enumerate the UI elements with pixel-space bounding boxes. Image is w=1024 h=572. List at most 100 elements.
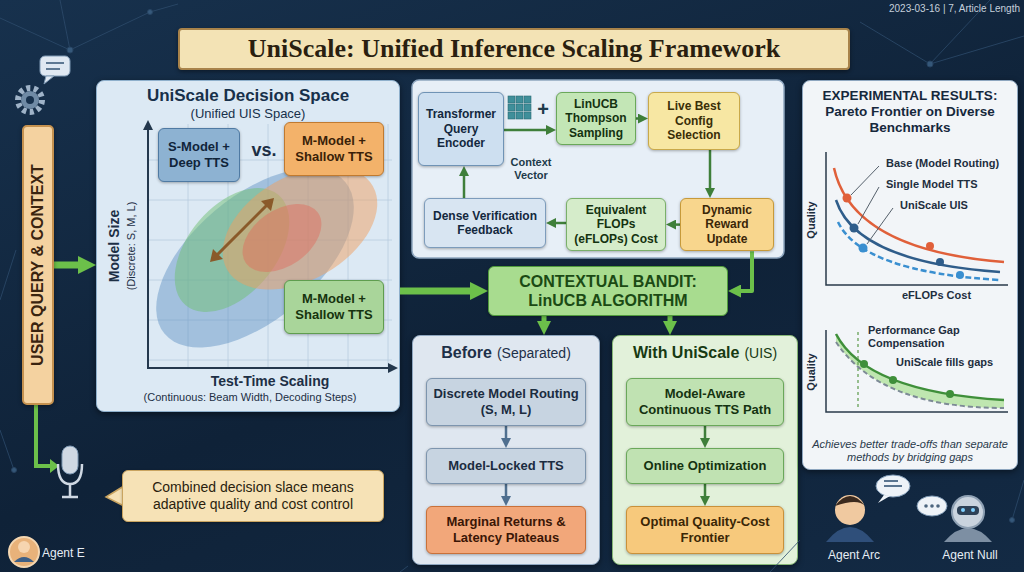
agent-null-avatar [971, 508, 975, 512]
gear-icon [26, 96, 34, 104]
node-text: EXPERIMENTAL RESULTS: Pareto Frontier on… [810, 88, 1010, 137]
outcome-box: Optimal Quality-Cost Frontier [626, 506, 784, 554]
agent-null-avatar [944, 496, 992, 542]
results-chart [834, 168, 1004, 262]
node-text: CONTEXTUAL BANDIT: LinUCB ALGORITHM [494, 272, 722, 310]
chat-icon [40, 56, 70, 76]
decision-chart [216, 204, 268, 256]
chat-icon [44, 76, 54, 84]
node-text: LinUCB Thompson Sampling [562, 97, 630, 140]
results-chart [946, 390, 954, 398]
node-text: Dense Verification Feedback [430, 209, 540, 238]
gear-icon [21, 91, 39, 109]
input-band: USER QUERY & CONTEXT [22, 125, 54, 405]
results-chart [956, 271, 964, 279]
process-box: Dynamic Reward Update [680, 198, 774, 251]
node-text: (Separated) [497, 345, 571, 362]
context-vector-icon [524, 96, 531, 103]
microphone-icon [62, 484, 78, 497]
node-text: Live Best Config Selection [654, 99, 734, 142]
speech-bubble-icon [878, 495, 890, 503]
panel-header: With UniScale(UIS) [612, 343, 798, 362]
node-text: S-Model + Deep TTS [164, 139, 234, 170]
node-text: M-Model + Shallow TTS [290, 133, 378, 164]
process-box: Model-Aware Continuous TTS Path [626, 378, 784, 426]
config-box: M-Model + Shallow TTS [284, 280, 384, 334]
annotation-label: Agent E [42, 546, 112, 560]
network-background [148, 10, 153, 15]
connector-arrow [542, 316, 547, 321]
microphone-icon [58, 464, 82, 484]
results-panel: EXPERIMENTAL RESULTS: Pareto Frontier on… [802, 80, 1018, 470]
annotation-label: (Discrete: S, M, L) [125, 202, 138, 291]
outcome-box: Marginal Returns & Latency Plateaus [426, 506, 586, 554]
process-box: LinUCB Thompson Sampling [556, 92, 636, 145]
connector-arrow [400, 288, 470, 295]
node-text: Dynamic Reward Update [686, 203, 768, 246]
results-chart [843, 194, 852, 203]
annotation-label: Quality [805, 353, 818, 390]
process-box: Transformer Query Encoder [418, 92, 504, 166]
results-chart [859, 244, 868, 253]
microphone-icon [62, 446, 78, 474]
agent-null-avatar [952, 496, 984, 528]
gear-icon [18, 88, 42, 112]
context-vector-icon [508, 104, 515, 111]
node-text: Combined decision slace means adaptive q… [128, 479, 378, 513]
agent-avatar [14, 557, 34, 562]
node-text: Model-Aware Continuous TTS Path [632, 386, 778, 417]
node-text: UniScale Decision Space [96, 86, 400, 106]
agent-null-avatar [961, 508, 965, 512]
connector-arrow [505, 484, 508, 496]
input-to-mic-arrow [36, 405, 59, 473]
decision-chart [143, 120, 398, 373]
context-vector-icon [508, 96, 531, 119]
node-text: Online Optimization [632, 458, 778, 474]
title-banner: UniScale: Unified Inference Scaling Fram… [178, 28, 850, 70]
context-vector-icon [516, 104, 523, 111]
connector-arrow [556, 222, 566, 225]
connector-arrow [505, 426, 508, 438]
loop-panel [412, 80, 784, 258]
gear-icon [18, 88, 42, 112]
results-chart [826, 152, 1008, 412]
speech-bubble-icon [876, 475, 910, 497]
comparison-panel: Before (Separated) Discrete Model Routing … [412, 335, 600, 565]
results-chart [850, 224, 859, 233]
connector-arrow [463, 176, 466, 198]
microphone-icon [58, 446, 82, 497]
annotation-label: Context Vector [506, 156, 556, 181]
config-box: S-Model + Deep TTS [158, 128, 240, 182]
results-chart [926, 242, 934, 250]
annotation-label: + [533, 97, 553, 121]
context-vector-icon [508, 112, 515, 119]
connector-arrow [636, 117, 638, 120]
node-text: Marginal Returns & Latency Plateaus [432, 514, 580, 545]
speech-bubble-icon [936, 504, 940, 508]
config-box: M-Model + Shallow TTS [284, 122, 384, 176]
node-text: Discrete Model Routing (S, M, L) [432, 386, 580, 417]
comparison-panel: With UniScale(UIS) Model-Aware Continuous… [612, 335, 798, 565]
connector-arrow [668, 316, 673, 321]
agent-arc-avatar [835, 496, 865, 506]
results-chart [857, 332, 858, 410]
title-text: UniScale: Unified Inference Scaling Fram… [248, 33, 780, 64]
node-text: M-Model + Shallow TTS [290, 291, 378, 322]
node-text: (UIS) [744, 345, 777, 362]
node-text: Model-Locked TTS [432, 458, 580, 474]
agent-arc-avatar [826, 495, 874, 542]
node-text: (Unified UIS Space) [96, 106, 400, 122]
decision-space-panel: UniScale Decision Space(Unified UIS Spac… [96, 80, 400, 412]
decision-chart [125, 120, 399, 381]
connector-arrow [54, 262, 78, 269]
annotation-label: Quality [805, 201, 818, 238]
agent-arc-avatar [835, 495, 865, 525]
node-text: Optimal Quality-Cost Frontier [632, 514, 778, 545]
decision-chart [210, 198, 274, 262]
annotation-label: Single Model TTS [884, 178, 1004, 191]
agent-null-avatar [944, 528, 992, 542]
node-text: Before [441, 343, 492, 362]
context-vector-icon [524, 112, 531, 119]
context-vector-icon [524, 104, 531, 111]
process-box: Model-Locked TTS [426, 448, 586, 484]
